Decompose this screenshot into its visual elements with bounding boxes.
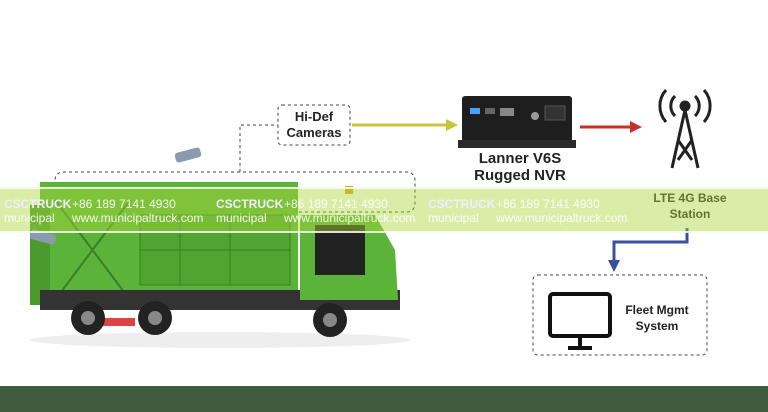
camera-connector bbox=[239, 124, 278, 172]
station-label-1: LTE 4G Base bbox=[653, 191, 727, 205]
monitor-icon bbox=[548, 292, 612, 350]
nvr-arrow-head bbox=[630, 121, 642, 133]
cameras-label: Hi-Def Cameras bbox=[278, 109, 350, 141]
station-arrow bbox=[612, 228, 689, 262]
station-label-2: Station bbox=[669, 207, 711, 221]
security-camera-icon bbox=[29, 147, 202, 245]
fleet-label-2: System bbox=[635, 319, 679, 333]
cameras-label-text: Hi-Def Cameras bbox=[286, 109, 342, 140]
cameras-box bbox=[277, 104, 351, 146]
cell-tower-icon bbox=[658, 89, 712, 169]
station-arrow-head bbox=[608, 260, 620, 272]
nvr-label-2: Rugged NVR bbox=[474, 167, 566, 184]
camera-arrow-head bbox=[446, 119, 458, 131]
nvr-label-1: Lanner V6S bbox=[478, 150, 562, 167]
footer-band bbox=[0, 386, 768, 412]
fleet-label-1: Fleet Mgmt bbox=[625, 303, 689, 317]
garbage-truck-illustration bbox=[30, 182, 410, 348]
nvr-device-icon bbox=[458, 96, 576, 148]
